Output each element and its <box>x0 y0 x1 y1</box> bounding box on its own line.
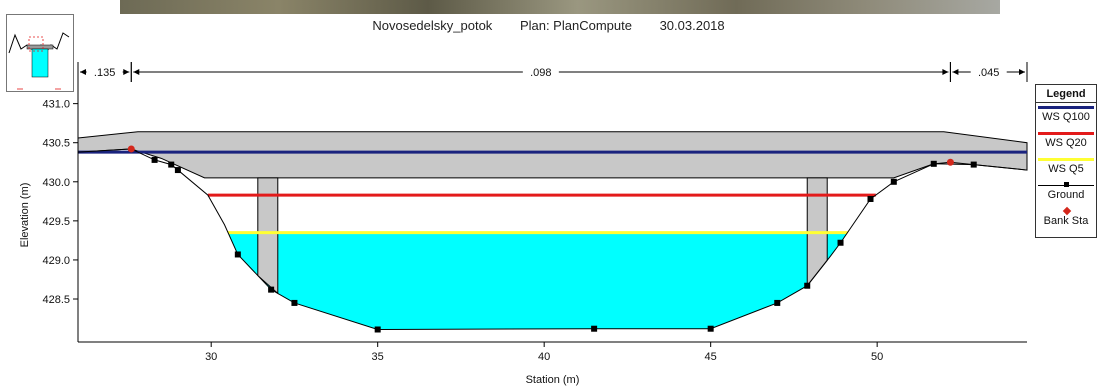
legend-marker-square <box>1064 182 1069 187</box>
water-fill <box>228 232 848 330</box>
ground-point-marker <box>168 161 175 168</box>
water-fill-layer <box>228 232 848 330</box>
bank-station-marker <box>946 158 954 166</box>
axes-layer: 428.5 429.0 429.5 430.0 430.5 431.0 30 35 40 45 50… <box>19 78 1027 386</box>
mannings-n-layer: .135 .098 .045 <box>77 62 1028 82</box>
ground-point-marker <box>591 325 598 332</box>
n-arrow-right <box>1019 69 1025 75</box>
y-tick-label: 428.5 <box>42 294 70 306</box>
ground-point-marker <box>970 161 977 168</box>
background-photo-strip <box>120 0 1000 14</box>
x-axis-label: Station (m) <box>526 374 580 386</box>
y-tick-label: 430.0 <box>42 177 70 189</box>
ground-point-marker <box>151 156 158 163</box>
title-plan: Plan: PlanCompute <box>519 18 632 33</box>
bridge-deck <box>77 131 1028 179</box>
legend-label: Bank Sta <box>1043 215 1089 227</box>
title-river: Novosedelsky_potok <box>372 18 493 33</box>
ground-point-marker <box>867 195 874 202</box>
title-date: 30.03.2018 <box>659 18 725 33</box>
x-tick-label: 50 <box>871 351 883 363</box>
n-arrow-left <box>952 69 959 75</box>
x-tick-label: 40 <box>538 351 550 363</box>
legend-swatch <box>1038 158 1094 161</box>
n-arrow-left <box>80 69 86 75</box>
ground-point-marker <box>268 286 275 293</box>
legend-label: Ground <box>1047 189 1085 201</box>
legend-item: Ground <box>1036 181 1096 207</box>
chart-title: Novosedelsky_potok Plan: PlanCompute 30.… <box>0 18 1097 33</box>
legend-label: WS Q20 <box>1045 137 1087 149</box>
y-tick-label: 431.0 <box>42 99 70 111</box>
legend-marker-dot <box>1062 206 1072 216</box>
ground-point-marker <box>374 326 381 333</box>
n-value-label: .045 <box>978 67 999 79</box>
ground-point-marker <box>804 282 811 289</box>
legend-swatch <box>1038 106 1094 109</box>
n-arrow-right <box>123 69 130 75</box>
bank-station-marker <box>127 145 135 153</box>
ground-point-marker <box>291 299 298 306</box>
y-axis-label: Elevation (m) <box>19 183 31 248</box>
ground-point-marker <box>707 325 714 332</box>
legend-title: Legend <box>1036 85 1096 103</box>
n-arrow-right <box>942 69 949 75</box>
y-tick-label: 429.0 <box>42 255 70 267</box>
water-surface-layer <box>78 150 1027 235</box>
ground-layer <box>77 145 1028 333</box>
cross-section-thumbnail[interactable] <box>6 14 74 92</box>
ground-point-marker <box>774 299 781 306</box>
x-tick-label: 45 <box>705 351 717 363</box>
y-tick-label: 430.5 <box>42 138 70 150</box>
legend-label: WS Q5 <box>1048 163 1084 175</box>
ground-point-marker <box>930 160 937 167</box>
n-arrow-left <box>133 69 140 75</box>
legend-label: WS Q100 <box>1042 111 1090 123</box>
ground-point-marker <box>890 178 897 185</box>
x-tick-label: 30 <box>205 351 217 363</box>
legend-item: WS Q100 <box>1036 103 1096 129</box>
n-value-label: .135 <box>94 67 115 79</box>
legend-swatch <box>1038 132 1094 135</box>
legend-item: Bank Sta <box>1036 206 1096 233</box>
n-value-label: .098 <box>530 67 551 79</box>
thumbnail-graphic <box>8 32 70 90</box>
ground-point-marker <box>234 251 241 258</box>
ground-point-marker <box>837 239 844 246</box>
ground-point-marker <box>174 167 181 174</box>
legend-item: WS Q20 <box>1036 129 1096 155</box>
y-tick-label: 429.5 <box>42 216 70 228</box>
bridge-layer <box>77 131 1028 295</box>
x-tick-label: 35 <box>372 351 384 363</box>
legend-item: WS Q5 <box>1036 155 1096 181</box>
